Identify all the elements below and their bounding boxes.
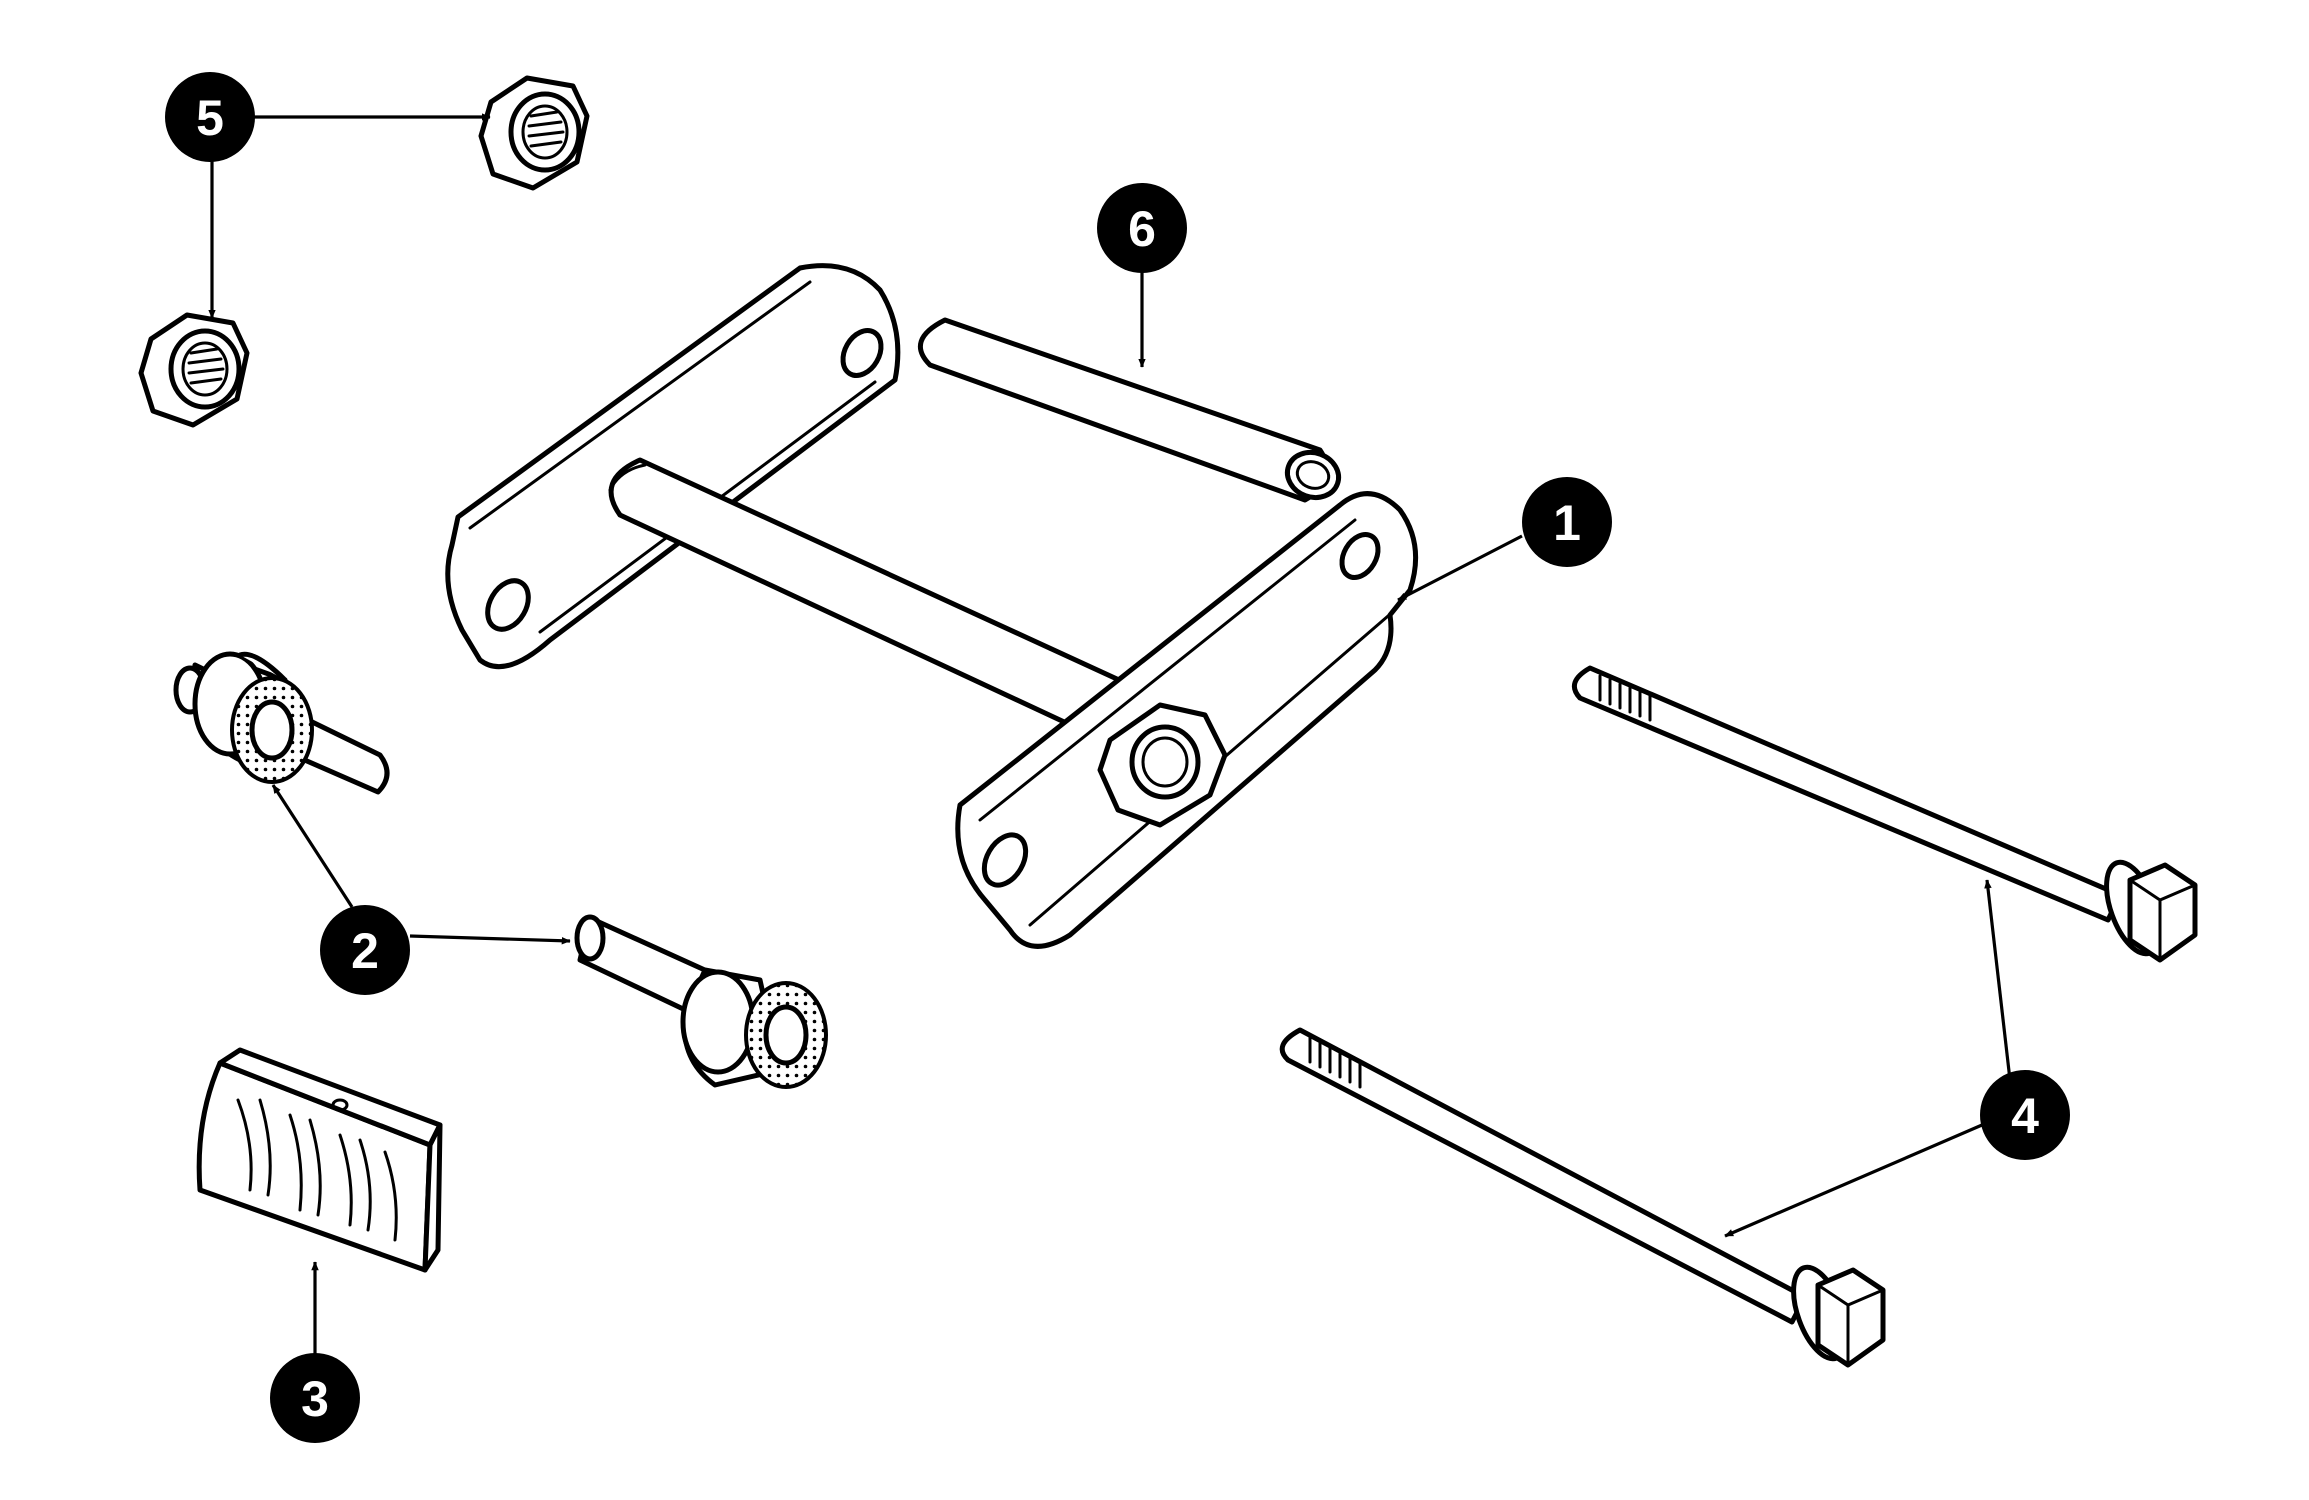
callout-1: 1: [1522, 477, 1612, 567]
leader-2-to-bushing-upper: [271, 784, 354, 908]
callout-2-label: 2: [351, 923, 379, 979]
nut-top: [478, 75, 590, 191]
callout-5: 5: [165, 72, 255, 162]
callout-1-label: 1: [1553, 495, 1581, 551]
leader-lines: [208, 113, 2012, 1355]
nut-bottom: [138, 312, 250, 428]
callout-5-label: 5: [196, 90, 224, 146]
threaded-insert-block: [196, 1047, 443, 1273]
bushing-upper: [173, 651, 390, 795]
leader-1-to-shackle: [1397, 534, 1523, 602]
leader-4-to-bolt-lower: [1724, 1123, 1983, 1238]
callout-6: 6: [1097, 183, 1187, 273]
callout-4: 4: [1980, 1070, 2070, 1160]
callout-4-label: 4: [2011, 1088, 2039, 1144]
shackle-assembly: [445, 263, 1419, 949]
bolt-upper: [1571, 665, 2198, 963]
bushing-lower: [574, 914, 828, 1089]
leader-2-to-bushing-lower: [409, 934, 571, 945]
callout-6-label: 6: [1128, 201, 1156, 257]
leader-4-to-bolt-upper: [1984, 879, 2012, 1081]
callout-3-label: 3: [301, 1371, 329, 1427]
callout-2: 2: [320, 905, 410, 995]
callout-3: 3: [270, 1353, 360, 1443]
bolt-lower: [1279, 1027, 1886, 1368]
